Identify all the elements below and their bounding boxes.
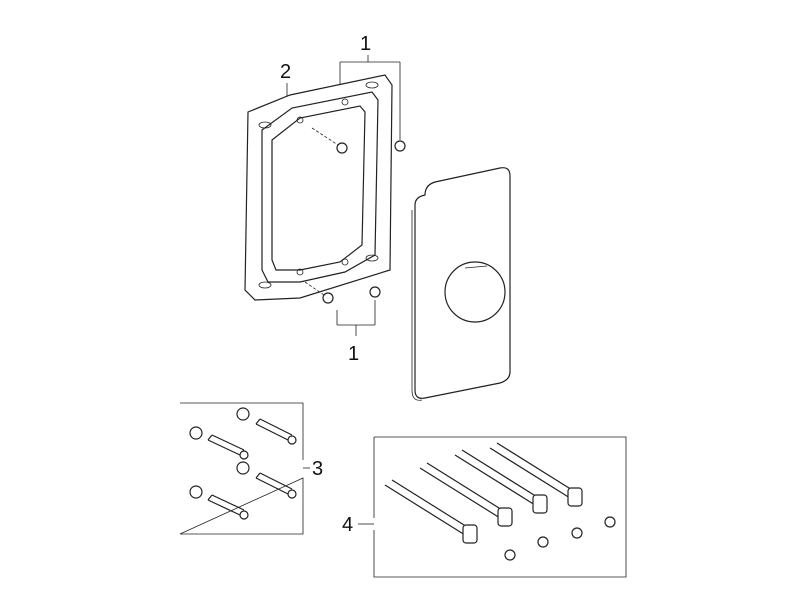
screw-kit-box-3 bbox=[179, 402, 304, 535]
callout-4: 4 bbox=[342, 514, 353, 536]
flush-plate bbox=[411, 167, 511, 401]
callout-3: 3 bbox=[312, 458, 323, 480]
frame-screws bbox=[304, 127, 406, 304]
callout-2: 2 bbox=[280, 61, 291, 83]
mounting-frame bbox=[244, 74, 393, 301]
callout-1-top: 1 bbox=[360, 33, 371, 55]
flush-button bbox=[444, 261, 506, 323]
extension-kit-box-4 bbox=[373, 436, 627, 578]
callout-1-bottom: 1 bbox=[348, 343, 359, 365]
leader-lines bbox=[286, 55, 401, 525]
